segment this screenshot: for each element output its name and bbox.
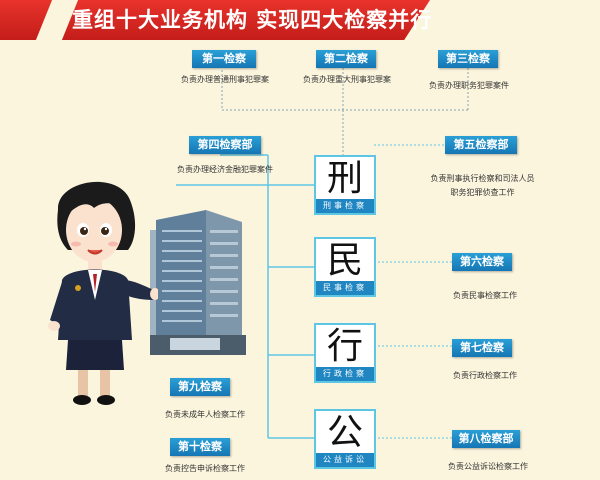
dept-3-tag: 第三检察 <box>438 50 498 68</box>
dept-6-tag: 第六检察 <box>452 253 512 271</box>
pillar-civil-label: 民事检察 <box>316 281 374 295</box>
pillar-criminal-label: 刑事检察 <box>316 199 374 213</box>
prosecutor-illustration <box>48 181 158 405</box>
dept-4-tag: 第四检察部 <box>189 136 261 154</box>
pillar-administrative-label: 行政检察 <box>316 367 374 381</box>
pillar-civil-char: 民 <box>326 240 363 281</box>
dept-4-desc: 负责办理经济金融犯罪案件 <box>177 165 273 174</box>
dept-3-desc: 负责办理职务犯罪案件 <box>429 81 509 90</box>
pillar-public-interest-char: 公 <box>326 412 363 453</box>
dept-2-tag: 第二检察 <box>316 50 376 68</box>
dept-5-tag: 第五检察部 <box>445 136 517 154</box>
pillar-criminal-char: 刑 <box>326 158 363 199</box>
pillar-administrative-char: 行 <box>326 326 363 367</box>
pillar-criminal: 刑 刑事检察 <box>314 155 376 215</box>
dept-9-tag: 第九检察 <box>170 378 230 396</box>
pillar-public-interest: 公 公益诉讼 <box>314 409 376 469</box>
dept-5-desc-1: 负责刑事执行检察和司法人员 <box>430 174 535 183</box>
dept-5-desc-2: 职务犯罪侦查工作 <box>450 188 515 197</box>
page-title: 重组十大业务机构 实现四大检察并行 <box>72 8 433 32</box>
dept-7-desc: 负责行政检察工作 <box>453 371 517 380</box>
dept-2-desc: 负责办理重大刑事犯罪案 <box>303 75 391 84</box>
pillar-public-interest-label: 公益诉讼 <box>316 453 374 467</box>
pillar-administrative: 行 行政检察 <box>314 323 376 383</box>
dept-8-tag: 第八检察部 <box>452 430 520 448</box>
dept-10-desc: 负责控告申诉检察工作 <box>165 464 245 473</box>
dept-9-desc: 负责未成年人检察工作 <box>165 410 245 419</box>
dept-1-desc: 负责办理普通刑事犯罪案 <box>181 75 269 84</box>
dept-8-desc: 负责公益诉讼检察工作 <box>448 462 528 471</box>
dept-10-tag: 第十检察 <box>170 438 230 456</box>
dept-7-tag: 第七检察 <box>452 339 512 357</box>
dept-1-tag: 第一检察 <box>192 50 256 68</box>
building-illustration <box>150 210 246 355</box>
pillar-civil: 民 民事检察 <box>314 237 376 297</box>
dept-6-desc: 负责民事检察工作 <box>453 291 517 300</box>
